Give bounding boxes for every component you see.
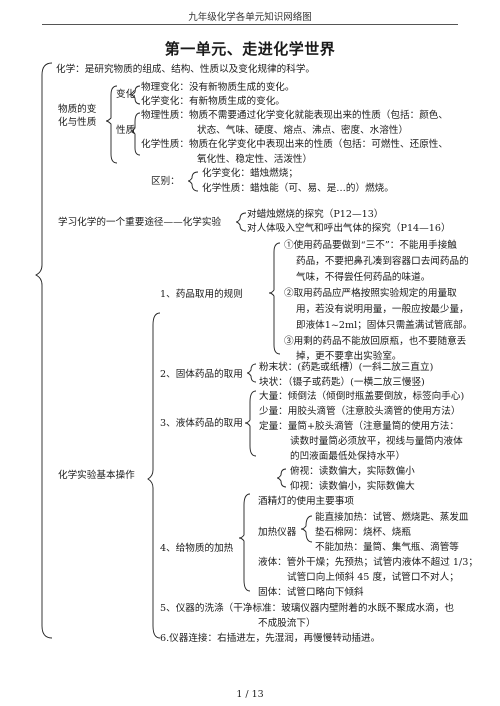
heating-label: 4、给物质的加热: [160, 543, 234, 554]
liquid-large: 大量：倾倒法（倾倒时瓶盖要倒放，标签向手心): [259, 391, 465, 402]
chemical-property-line-1: 化学性质：物质在化学变化中表现出来的性质（包括：可燃性、还原性、: [141, 139, 448, 150]
difference-label: 区别：: [151, 176, 180, 187]
chemistry-definition: 化学：是研究物质的组成、结构、性质以及变化规律的科学。: [56, 64, 316, 75]
difference-change: 化学变化：蜡烛燃烧；: [202, 168, 298, 179]
diff-brace: [187, 171, 199, 192]
physical-change: 物理变化：没有新物质生成的变化。: [141, 82, 295, 93]
look-down-reading: 俯视：读数偏大，实际数偏小: [290, 466, 415, 477]
solid-label: 2、固体药品的取用: [160, 369, 243, 380]
solid-heating: 固体：试管口略向下倾斜: [258, 587, 364, 598]
rule-2-line-2: 用，若没有说明用量，一般应按最少量，: [296, 304, 469, 315]
property-section-label: 物质的变: [58, 104, 97, 115]
rule-1-line-2: 药品，不要把鼻孔凑到容器口去闻药品的: [296, 256, 469, 267]
solid-block: 块状：（镊子或药匙）(一横二放三慢竖): [259, 377, 425, 388]
chemical-change: 化学变化：有新物质生成的变化。: [141, 96, 285, 107]
physical-property-line-1: 物理性质：物质不需要通过化学变化就能表现出来的性质（包括：颜色、: [141, 110, 448, 121]
heating-apparatus-label: 加热仪器: [258, 527, 297, 538]
rule-2-line-1: ②取用药品应严格按照实验规定的用量取: [284, 288, 457, 299]
liquid-fixed-line-1: 定量：量筒+胶头滴管（注意量筒的使用方法：: [259, 421, 459, 432]
alcohol-lamp-notes: 酒精灯的使用主要事项: [258, 496, 354, 507]
change-label: 变化: [116, 89, 136, 100]
difference-property: 化学性质：蜡烛能（可、易、是…的）燃烧。: [202, 183, 394, 194]
liquid-small: 少量：用胶头滴管（注意胶头滴管的使用方法）: [259, 406, 461, 417]
rule-3-line-2: 掉，更不要拿出实验室。: [296, 351, 402, 362]
rule-1-line-1: ①使用药品要做到“三不”：不能用手接触: [284, 240, 457, 251]
tube-angle: 试管口向上倾斜 45 度，试管口不对人；: [287, 572, 459, 583]
liquid-fixed-line-2: 读数时量筒必须放平，视线与量筒内液体: [290, 436, 463, 447]
candle-exploration: 对蜡烛燃烧的探究（P12—13）: [247, 209, 384, 220]
property-label: 性质: [116, 125, 136, 136]
liquid-fixed-line-3: 的凹液面最低处保持水平）: [290, 451, 406, 462]
header-rule: [42, 24, 458, 25]
page-header: 九年级化学各单元知识网络图: [188, 12, 312, 23]
operation-brace: [147, 312, 161, 639]
rule-1-line-3: 气味，不得尝任何药品的味道。: [296, 272, 431, 283]
washing-line-1: 5、仪器的洗涤（干净标准：玻璃仪器内壁附着的水既不聚成水滴，也: [160, 603, 454, 614]
experiment-brace: [235, 212, 247, 232]
main-brace: [34, 62, 53, 639]
look-up-reading: 仰视：读数偏小，实际数偏大: [290, 481, 415, 492]
liquid-label: 3、液体药品的取用: [160, 418, 243, 429]
page-number: 1 / 13: [236, 689, 264, 700]
liquid-brace: [244, 390, 257, 457]
apparatus-brace: [300, 515, 313, 543]
solid-brace: [246, 363, 257, 383]
washing-line-2: 不成股流下）: [258, 618, 316, 629]
liquid-heating: 液体：管外干燥；先预热；试管内液体不超过 1/3；: [258, 557, 478, 568]
basic-operations-label: 化学实验基本操作: [58, 470, 135, 481]
rule-3-line-1: ③用剩的药品不能放回原瓶，也不要随意丢: [284, 336, 467, 347]
solid-powder: 粉末状：(药匙或纸槽）(一斜二放三直立): [259, 362, 434, 373]
experiment-path-label: 学习化学的一个重要途径——化学实验: [58, 217, 222, 228]
rule-2-line-3: 即液体1~2ml；固体只需盖满试管底部。: [296, 320, 473, 331]
rules-brace: [268, 242, 281, 355]
breath-exploration: 对人体吸入空气和呼出气体的探究（P14—16）: [247, 223, 451, 234]
physical-property-line-2: 状态、气味、硬度、熔点、沸点、密度、水溶性）: [197, 125, 409, 136]
property-section-label-2: 化与性质: [58, 117, 97, 128]
connection-rule: 6.仪器连接：右插进左，先湿润，再慢慢转动插进。: [160, 633, 381, 644]
unit-title: 第一单元、走进化学世界: [164, 40, 336, 58]
heating-brace: [238, 493, 251, 592]
reading-brace: [276, 468, 287, 488]
no-heating: 不能加热：量筒、集气瓶、滴管等: [315, 542, 459, 553]
chemical-property-line-2: 氧化性、稳定性、活泼性）: [197, 154, 313, 165]
direct-heating: 能直接加热：试管、燃烧匙、蒸发皿: [315, 512, 469, 523]
asbestos-net-heating: 垫石棉网：烧杯、烧瓶: [315, 527, 411, 538]
rules-label: 1、药品取用的规则: [160, 289, 243, 300]
